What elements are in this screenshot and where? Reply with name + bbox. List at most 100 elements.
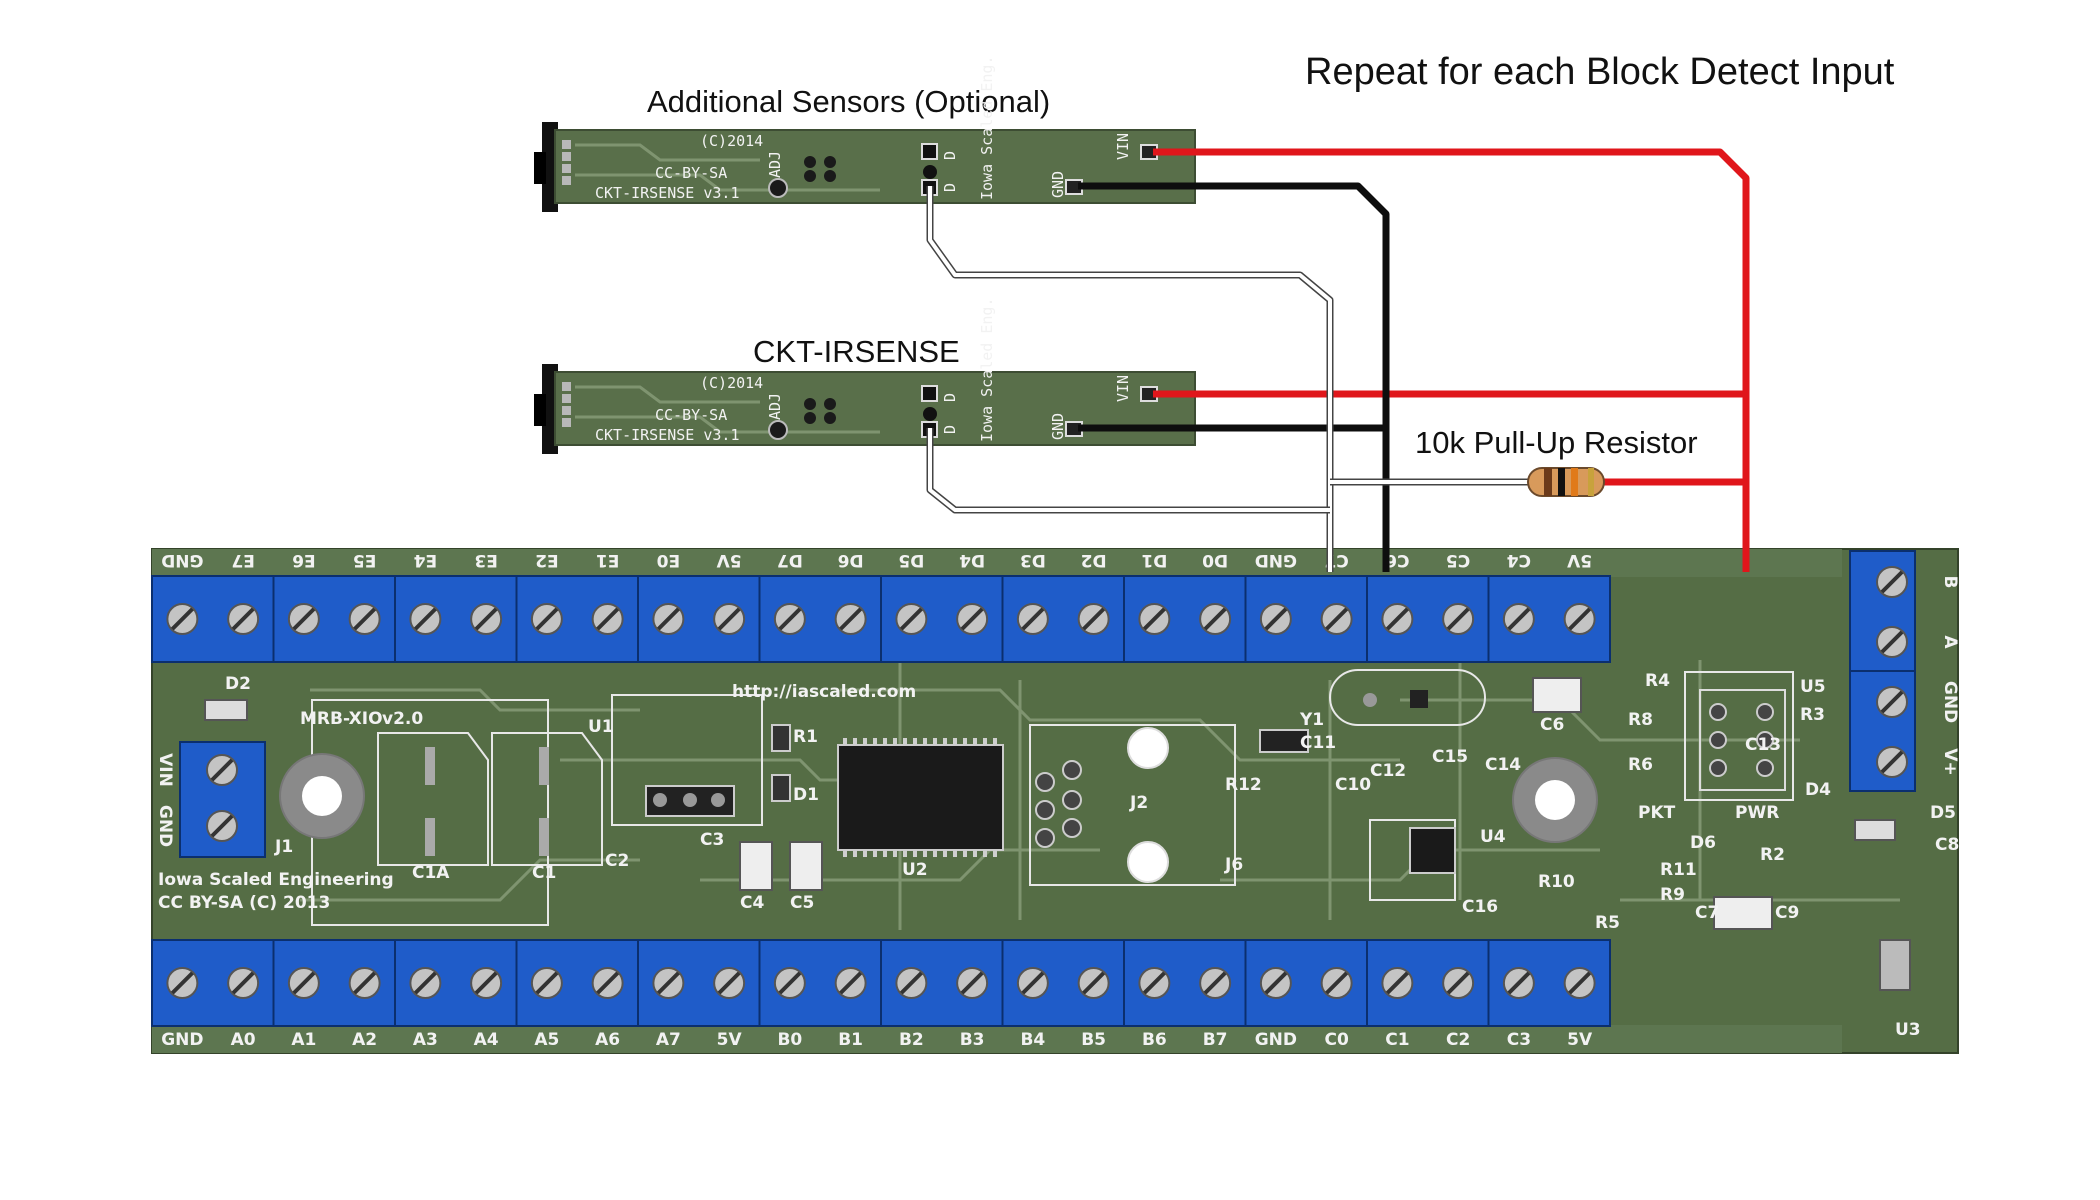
bottom_terminal-label: B0 — [777, 1030, 802, 1050]
screw-terminal — [1563, 603, 1596, 635]
bottom_terminal-label: C3 — [1507, 1030, 1531, 1050]
bottom_terminal-label: GND — [1255, 1030, 1297, 1050]
component-label: D2 — [225, 674, 251, 694]
additional-sensors-label: Additional Sensors (Optional) — [647, 84, 1050, 119]
component-label: R8 — [1628, 710, 1653, 730]
board-license: CC BY-SA (C) 2013 — [158, 893, 330, 913]
component-label: J2 — [1129, 793, 1148, 813]
component-label: C14 — [1485, 755, 1521, 775]
board-name: MRB-XIO — [300, 709, 383, 729]
screw-terminal — [1563, 967, 1596, 999]
top_terminal-label: C5 — [1446, 550, 1470, 570]
wire-sense-primary — [926, 428, 1330, 514]
component-label: C1 — [532, 863, 556, 883]
screw-terminal — [895, 967, 928, 999]
top_terminal-label: GND — [1255, 550, 1297, 570]
top_terminal-label: D4 — [959, 550, 985, 570]
screw-terminal — [1259, 603, 1292, 635]
component-label: Y1 — [1299, 710, 1324, 730]
screw-terminal — [1138, 603, 1171, 635]
bottom_terminal-label: A5 — [534, 1030, 559, 1050]
svg-text:GND: GND — [1049, 171, 1067, 198]
top_terminal-label: D5 — [898, 550, 924, 570]
screw-terminal — [409, 603, 442, 635]
screw-terminal — [206, 810, 238, 842]
screw-terminal — [1138, 967, 1171, 999]
svg-text:D: D — [941, 425, 959, 434]
svg-text:D: D — [941, 183, 959, 192]
component-label: C3 — [700, 830, 724, 850]
component-label: C2 — [605, 851, 629, 871]
screw-terminal — [1320, 967, 1353, 999]
screw-terminal — [956, 967, 989, 999]
component-label: PWR — [1735, 803, 1779, 823]
svg-text:D: D — [941, 393, 959, 402]
component-label: D4 — [1805, 780, 1831, 800]
bottom_terminal-label: A4 — [474, 1030, 499, 1050]
bottom_terminal-label: B1 — [838, 1030, 863, 1050]
side-terminal-label: GND — [1940, 681, 1960, 723]
screw-terminal — [1876, 566, 1908, 598]
component-label: C11 — [1300, 733, 1336, 753]
component-label: C5 — [790, 893, 814, 913]
power-terminal-label: GND — [155, 805, 175, 847]
svg-text:VIN: VIN — [1114, 133, 1132, 160]
top_terminal-label: D7 — [777, 550, 803, 570]
bottom_terminal-label: 5V — [1567, 1030, 1593, 1050]
svg-text:CC-BY-SA: CC-BY-SA — [655, 164, 727, 182]
svg-text:(C)2014: (C)2014 — [700, 374, 763, 392]
screw-terminal — [834, 967, 867, 999]
screw-terminal — [1016, 603, 1049, 635]
component-label: C12 — [1370, 761, 1406, 781]
component-label: U4 — [1480, 827, 1506, 847]
screw-terminal — [530, 603, 563, 635]
bottom_terminal-label: 5V — [717, 1030, 743, 1050]
component-label: C13 — [1745, 735, 1781, 755]
top_terminal-label: C6 — [1385, 550, 1409, 570]
bottom_terminal-label: C2 — [1446, 1030, 1470, 1050]
top_terminal-label: E2 — [535, 550, 558, 570]
screw-terminal — [1259, 967, 1292, 999]
svg-text:ADJ: ADJ — [766, 151, 784, 178]
screw-terminal — [530, 967, 563, 999]
screw-terminal — [1077, 967, 1110, 999]
bottom_terminal-label: A0 — [231, 1030, 256, 1050]
screw-terminal — [348, 603, 381, 635]
bottom_terminal-label: A6 — [595, 1030, 620, 1050]
screw-terminal — [1502, 603, 1535, 635]
component-label: R4 — [1645, 671, 1670, 691]
svg-text:Iowa Scaled Eng.: Iowa Scaled Eng. — [978, 56, 996, 201]
screw-terminal — [166, 967, 199, 999]
screw-terminal — [713, 603, 746, 635]
bottom_terminal-label: C0 — [1324, 1030, 1348, 1050]
ckt-irsense-label: CKT-IRSENSE — [753, 334, 960, 369]
top_terminal-label: E7 — [231, 550, 254, 570]
pullup-resistor — [1527, 467, 1605, 497]
sensor-board-additional: (C)2014 CC-BY-SA CKT-IRSENSE v3.1 ADJ D … — [534, 56, 1196, 212]
component-label: D5 — [1930, 803, 1956, 823]
screw-terminal — [1381, 603, 1414, 635]
screw-terminal — [956, 603, 989, 635]
screw-terminal — [1442, 967, 1475, 999]
power-terminal-label: VIN — [155, 753, 175, 787]
component-label: U1 — [588, 717, 614, 737]
screw-terminal — [1381, 967, 1414, 999]
screw-terminal — [895, 603, 928, 635]
svg-text:CKT-IRSENSE v3.1: CKT-IRSENSE v3.1 — [595, 426, 740, 444]
screw-terminal — [773, 967, 806, 999]
screw-terminal — [1320, 603, 1353, 635]
screw-terminal — [713, 967, 746, 999]
diagram-title: Repeat for each Block Detect Input — [1305, 51, 1895, 93]
bottom_terminal-label: B5 — [1081, 1030, 1106, 1050]
component-label: R6 — [1628, 755, 1653, 775]
sensor-board-primary: (C)2014 CC-BY-SA CKT-IRSENSE v3.1 ADJ D … — [534, 298, 1196, 454]
top_terminal-label: D6 — [838, 550, 864, 570]
component-label: U3 — [1895, 1020, 1921, 1040]
component-label: R10 — [1538, 872, 1575, 892]
board-url: http://iascaled.com — [732, 682, 916, 702]
bottom_terminal-label: C1 — [1385, 1030, 1409, 1050]
